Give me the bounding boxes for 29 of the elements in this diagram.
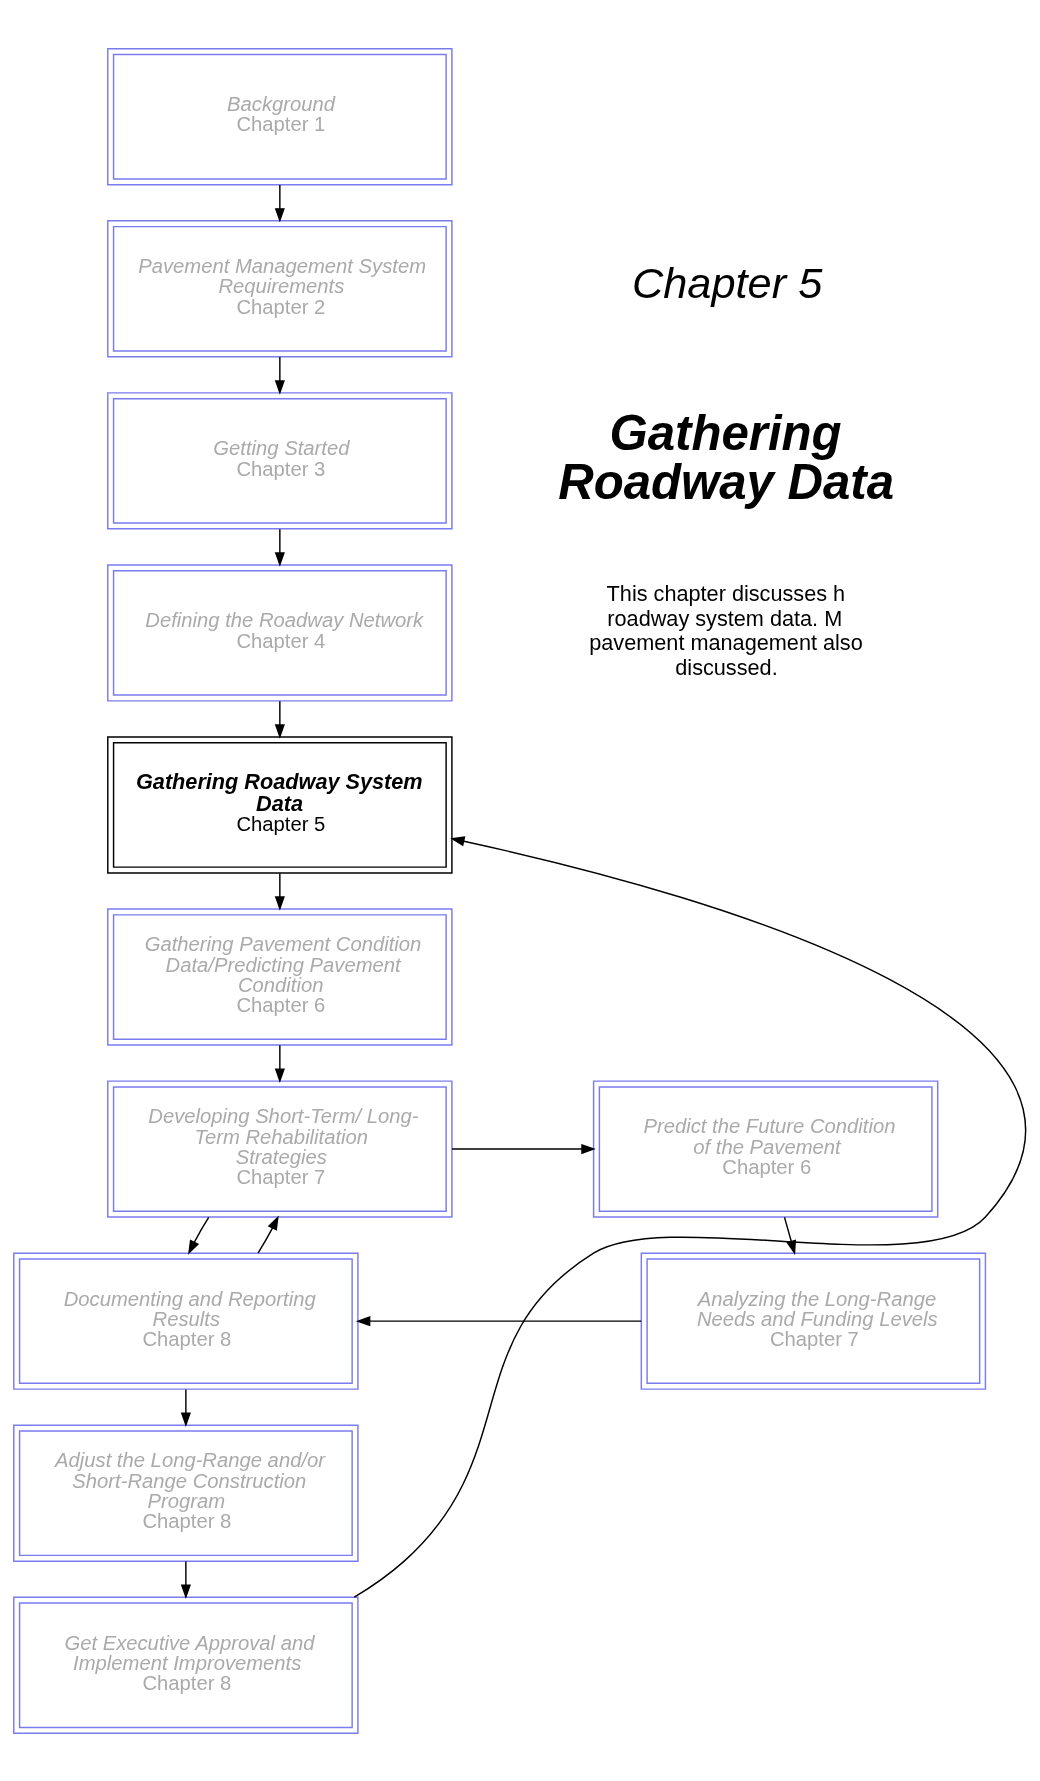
node-box: Gathering Pavement Condition Data/Predicting Pavement Condition Chapter 6	[107, 907, 453, 1046]
node-box: Predict the Future Condition of the Pavement Chapter 6	[592, 1079, 939, 1218]
node-box: Analyzing the Long-Range Needs and Funding Levels Chapter 7	[640, 1251, 987, 1390]
arrow	[355, 1315, 643, 1326]
node-box: Documenting and Reporting Results Chapter 8	[13, 1251, 359, 1390]
node-box: Background Chapter 1	[107, 47, 453, 185]
node-box: Pavement Management System Requirements Chapter 2	[107, 219, 453, 357]
label: Gathering Roadway Data	[558, 405, 895, 509]
arrow	[180, 1388, 191, 1427]
label: This chapter discusses h roadway system data. M pavement management also discussed.	[589, 580, 863, 680]
arrow	[451, 1143, 596, 1154]
node-box: Get Executive Approval and Implement Improvements Chapter 8	[13, 1596, 359, 1734]
arrow	[274, 355, 285, 395]
node-box: Adjust the Long-Range and/or Short-Range Construction Program Chapter 8	[13, 1424, 359, 1562]
node-box: Gathering Roadway System Data Chapter 5	[107, 735, 453, 874]
arrow	[180, 1560, 191, 1599]
node-box: Developing Short-Term/ Long-Term Rehabilitation Strategies Chapter 7	[107, 1079, 453, 1218]
node-box: Defining the Roadway Network Chapter 4	[107, 563, 453, 702]
node-box: Getting Started Chapter 3	[107, 391, 453, 530]
arrow	[274, 527, 285, 567]
arrow	[274, 1044, 285, 1083]
label: Chapter 5	[631, 258, 823, 307]
arrow	[274, 700, 285, 739]
arrow	[353, 835, 1027, 1598]
arrow	[274, 872, 285, 911]
arrow	[188, 1216, 210, 1255]
arrow	[274, 183, 285, 223]
arrow	[783, 1216, 797, 1255]
arrow	[257, 1214, 279, 1253]
